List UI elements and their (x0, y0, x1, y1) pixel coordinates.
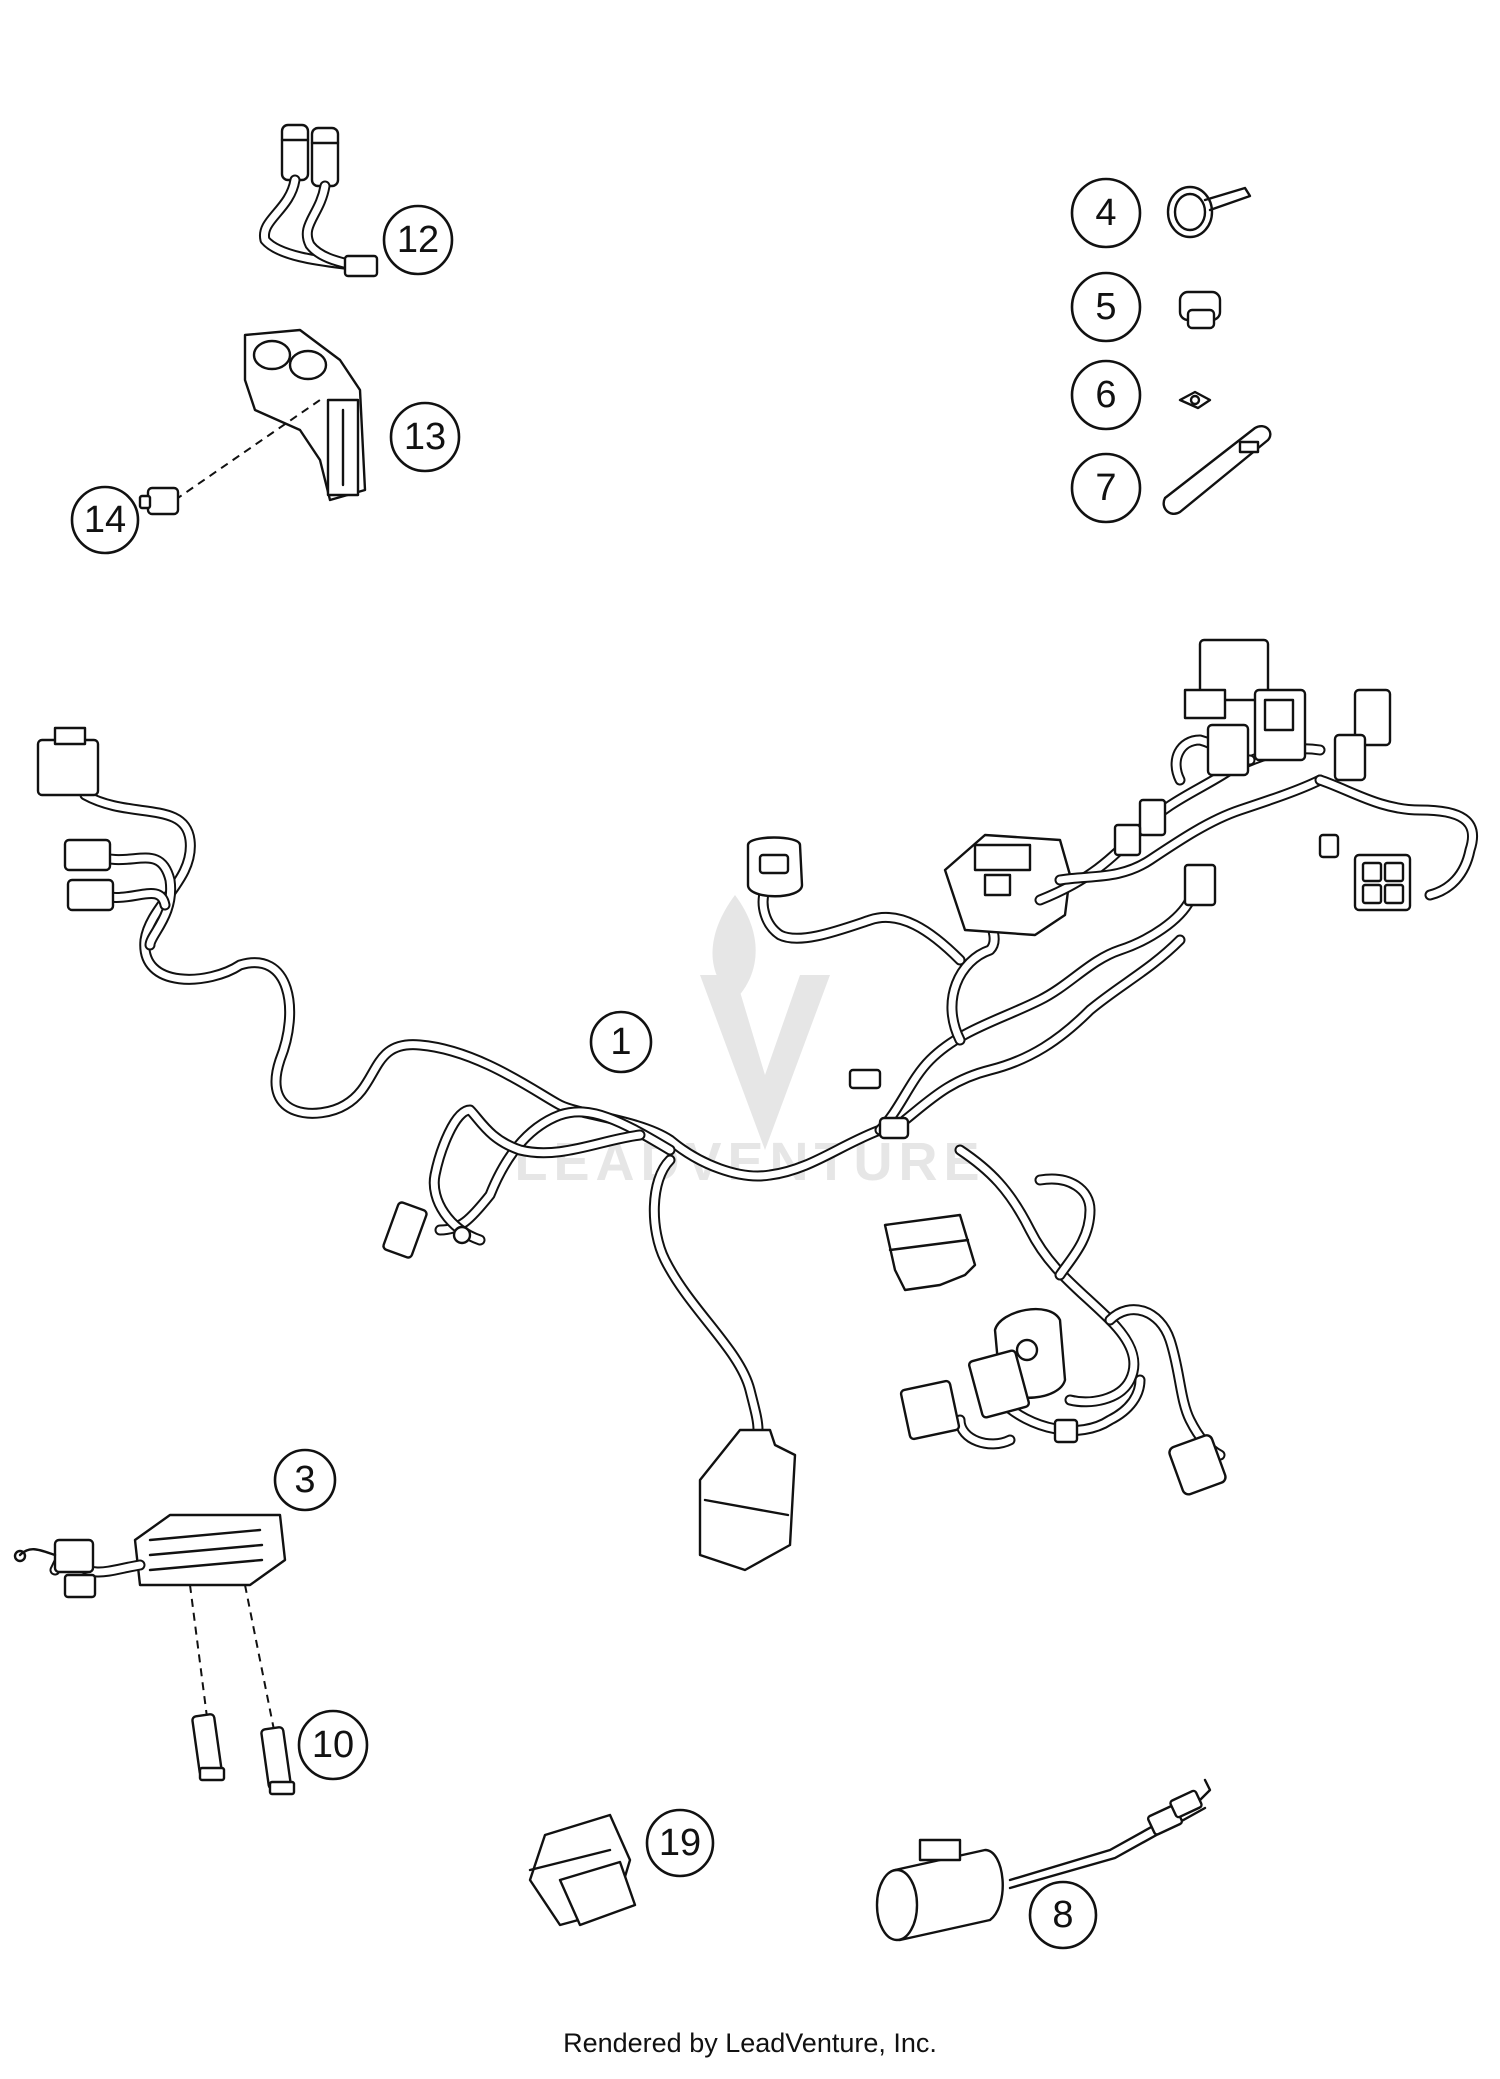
callout-19: 19 (645, 1808, 715, 1878)
part-10-guide-line-right (244, 1584, 276, 1736)
callout-1: 1 (589, 1010, 653, 1074)
callout-19-number: 19 (659, 1822, 701, 1864)
callout-12: 12 (382, 204, 454, 276)
part-10-drawing (191, 1713, 296, 1796)
watermark-text: LEADVENTURE (514, 1132, 985, 1192)
callout-3-number: 3 (294, 1459, 315, 1501)
callout-4: 4 (1070, 177, 1142, 249)
callout-10: 10 (297, 1709, 369, 1781)
callout-14: 14 (70, 485, 140, 555)
part-3-drawing (13, 1513, 287, 1599)
part-5-drawing (1178, 290, 1222, 330)
part-14-guide-line (174, 399, 321, 501)
callout-8: 8 (1028, 1880, 1098, 1950)
part-1-harness-drawing (36, 638, 1478, 1572)
part-12-drawing (259, 123, 379, 278)
callout-7-number: 7 (1095, 467, 1116, 509)
part-6-drawing (1178, 390, 1212, 410)
callout-6-number: 6 (1095, 374, 1116, 416)
part-10-guide-line-left (189, 1584, 209, 1726)
callout-5-number: 5 (1095, 286, 1116, 328)
callout-1-number: 1 (610, 1021, 631, 1063)
callout-5: 5 (1070, 271, 1142, 343)
callout-8-number: 8 (1052, 1894, 1073, 1936)
callout-13-number: 13 (404, 416, 446, 458)
render-credit: Rendered by LeadVenture, Inc. (563, 2028, 937, 2058)
part-7-drawing (1162, 425, 1272, 515)
part-13-drawing (243, 328, 367, 502)
callout-6: 6 (1070, 359, 1142, 431)
callout-4-number: 4 (1095, 192, 1116, 234)
part-19-drawing (528, 1813, 637, 1927)
callout-10-number: 10 (312, 1724, 354, 1766)
callout-7: 7 (1070, 452, 1142, 524)
callout-13: 13 (389, 401, 461, 473)
callout-3: 3 (273, 1448, 337, 1512)
part-4-drawing (1166, 185, 1252, 239)
part-14-drawing (138, 486, 180, 516)
part-8-drawing (875, 1778, 1212, 1942)
callout-14-number: 14 (84, 499, 126, 541)
callout-12-number: 12 (397, 219, 439, 261)
